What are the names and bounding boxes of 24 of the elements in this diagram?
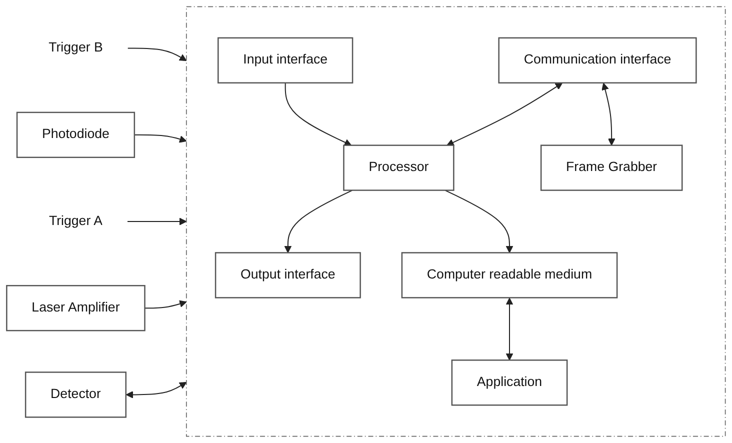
node-box: Frame Grabber [540, 144, 683, 191]
arrow [126, 382, 187, 398]
arrow [144, 300, 187, 309]
node-box: Photodiode [16, 112, 136, 158]
cluster [186, 6, 726, 437]
arrow [444, 190, 514, 254]
node-text: Trigger A [48, 214, 103, 228]
node-box: Communication interface [498, 37, 697, 84]
arrow [284, 190, 353, 254]
node-box: Laser Amplifier [6, 285, 146, 332]
arrow [284, 82, 352, 146]
arrow [127, 48, 187, 62]
node-box: Computer readable medium [401, 252, 618, 298]
node-box: Processor [343, 144, 454, 191]
arrow [446, 82, 563, 146]
node-box: Output interface [214, 252, 361, 298]
node-box: Input interface [218, 37, 354, 84]
arrow [127, 218, 187, 226]
node-box: Detector [24, 372, 126, 418]
node-text: Trigger B [48, 40, 103, 55]
arrow [134, 134, 187, 143]
arrow [506, 298, 514, 360]
node-box: Application [451, 360, 568, 406]
arrow [602, 82, 616, 146]
